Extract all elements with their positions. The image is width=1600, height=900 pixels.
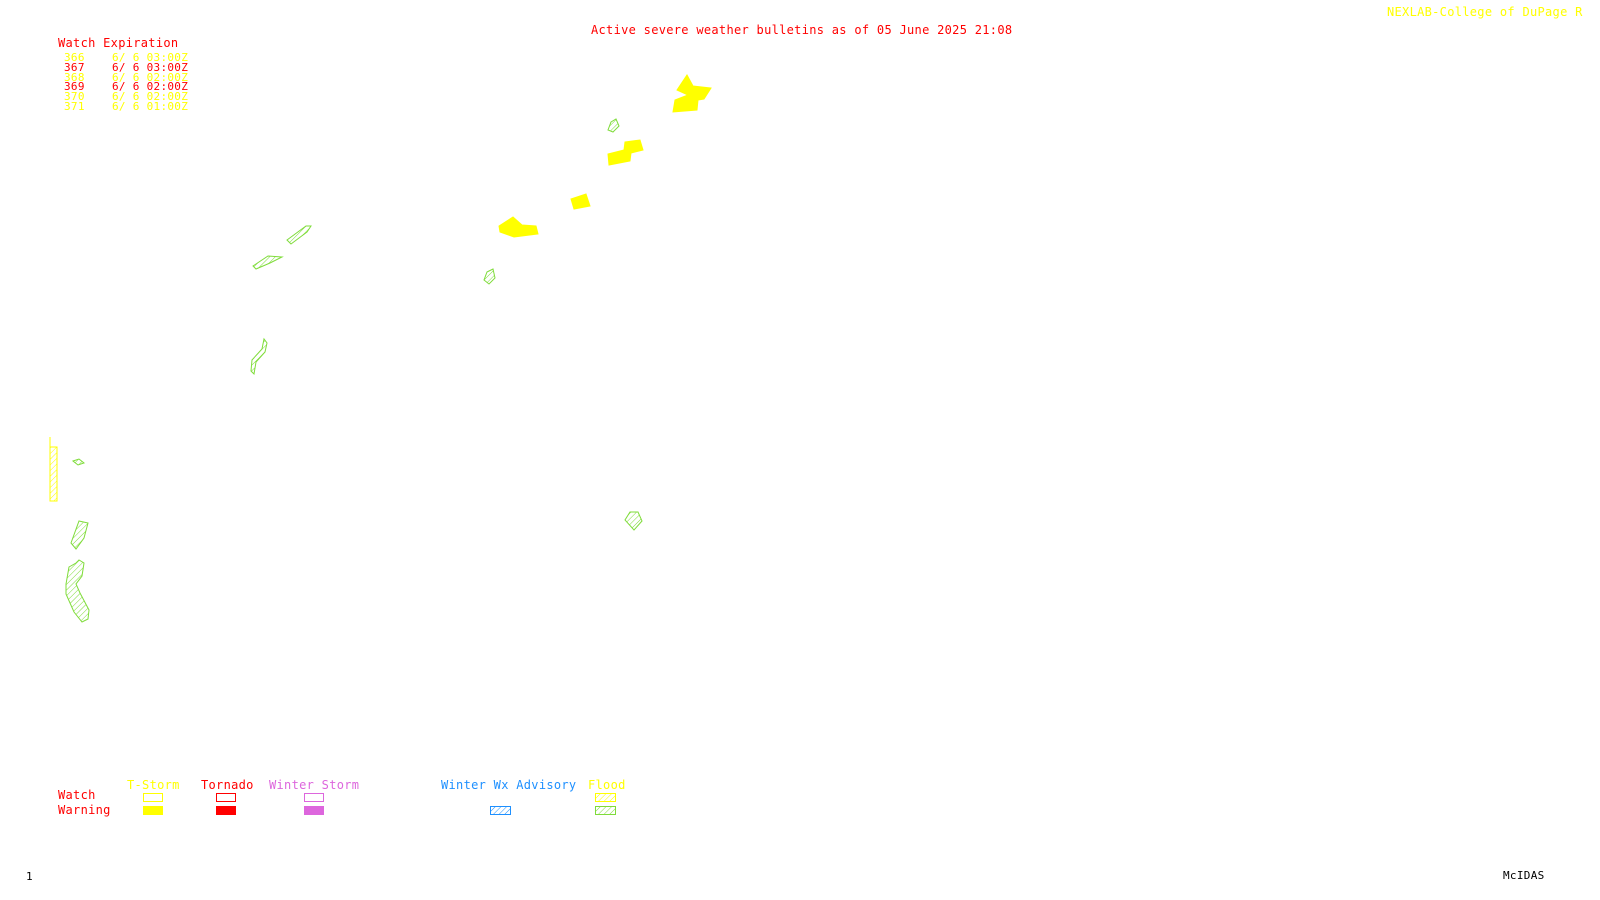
tstorm-warning-polygon — [498, 216, 539, 238]
watch-number: 367 — [64, 60, 85, 74]
software-label: McIDAS — [1503, 869, 1545, 882]
bulletin-title: Active severe weather bulletins as of 05… — [591, 23, 1013, 37]
flood-watch-polygon — [49, 446, 58, 502]
tstorm-warning-polygons — [498, 74, 712, 238]
flood-watch-polygons — [49, 437, 58, 502]
watch-number: 368 — [64, 70, 85, 84]
watch-expires: 6/ 6 02:00Z — [112, 90, 189, 104]
watch-expiration-heading: Watch Expiration — [58, 36, 179, 50]
legend-winter-advisory-label: Winter Wx Advisory — [441, 778, 577, 792]
flood-warning-polygon — [65, 559, 90, 623]
legend-row-watch-label: Watch — [58, 788, 96, 802]
legend-tornado-warning-swatch — [216, 806, 236, 815]
flood-warning-polygon — [607, 118, 620, 133]
flood-warning-polygon — [624, 511, 643, 531]
watch-number: 366 — [64, 51, 85, 64]
tstorm-warning-polygon — [570, 193, 591, 210]
watch-expires: 6/ 6 01:00Z — [112, 100, 189, 113]
watch-expires: 6/ 6 02:00Z — [112, 80, 189, 94]
legend-winter-storm-watch-swatch — [304, 793, 324, 802]
flood-warning-polygon — [286, 225, 312, 245]
watch-expires: 6/ 6 02:00Z — [112, 70, 189, 84]
legend-tornado-label: Tornado — [201, 778, 254, 792]
watch-expires: 6/ 6 03:00Z — [112, 51, 189, 64]
flood-warning-polygon — [483, 268, 496, 285]
watch-number: 371 — [64, 100, 85, 113]
flood-warning-polygon — [71, 458, 86, 466]
flood-warning-polygon — [250, 337, 268, 376]
flood-warning-polygons — [65, 118, 643, 623]
credit-label: NEXLAB-College of DuPage R — [1387, 5, 1583, 19]
watch-expires: 6/ 6 03:00Z — [112, 60, 189, 74]
legend-flood-warning-swatch — [595, 806, 616, 815]
legend-winter-storm-warning-swatch — [304, 806, 324, 815]
flood-warning-polygon — [252, 255, 284, 270]
watch-number: 369 — [64, 80, 85, 94]
legend-tstorm-warning-swatch — [143, 806, 163, 815]
flood-warning-polygon — [70, 520, 89, 550]
legend-winter-storm-label: Winter Storm — [269, 778, 360, 792]
frame-number: 1 — [26, 870, 33, 883]
tstorm-warning-polygon — [672, 74, 712, 113]
tstorm-warning-polygon — [607, 139, 644, 166]
legend-tornado-watch-swatch — [216, 793, 236, 802]
legend-tstorm-label: T-Storm — [127, 778, 180, 792]
legend-flood-watch-swatch — [595, 793, 616, 802]
legend-row-warning-label: Warning — [58, 803, 111, 817]
legend-flood-label: Flood — [588, 778, 626, 792]
legend-tstorm-watch-swatch — [143, 793, 163, 802]
watch-number: 370 — [64, 90, 85, 104]
legend-winter-advisory-swatch — [490, 806, 511, 815]
